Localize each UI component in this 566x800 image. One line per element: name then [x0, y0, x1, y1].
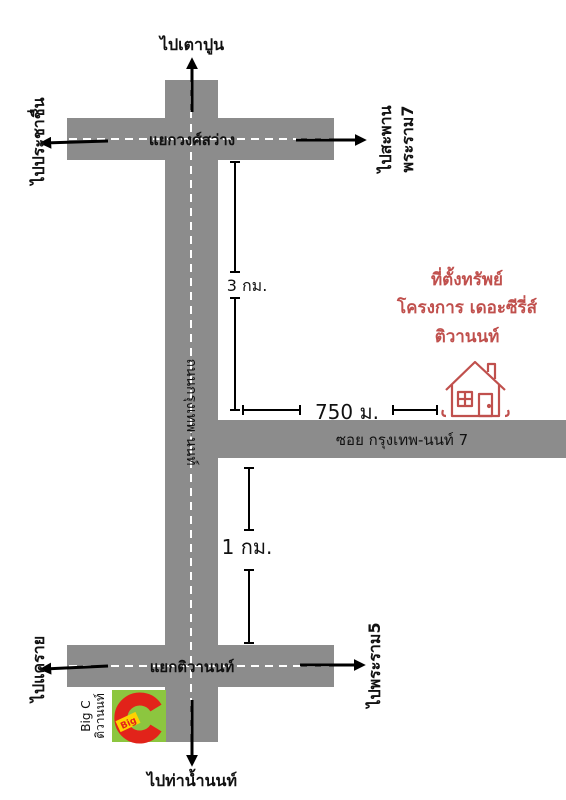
label-to-west-top: ไปประชาชื่น: [27, 97, 48, 186]
bigc-caption-line1: Big C: [79, 700, 93, 731]
label-to-east-bottom: ไปพระราม5: [365, 622, 384, 709]
label-to-east-top-line1: ไปสะพาน: [376, 105, 395, 174]
label-to-north: ไปเตาปูน: [158, 35, 224, 56]
label-junction-top: แยกวงศ์สว่าง: [149, 131, 235, 149]
label-dist-north: 3 กม.: [227, 276, 268, 295]
bigc-logo-icon: Big: [112, 690, 166, 744]
label-soi: ซอย กรุงเทพ-นนท์ 7: [336, 431, 468, 450]
direction-arrows: [39, 57, 367, 767]
property-title-line2: โครงการ เดอะซีรี่ส์: [396, 295, 538, 318]
soi-road: [218, 420, 566, 458]
label-to-south: ไปท่าน้ำนนท์: [145, 768, 237, 790]
label-dist-south: 1 กม.: [222, 535, 273, 559]
lane-markings: [69, 82, 332, 740]
label-to-east-top-line2: พระราม7: [398, 106, 417, 173]
label-dist-soi: 750 ม.: [315, 400, 379, 424]
label-to-west-bottom: ไปแคราย: [29, 636, 48, 704]
arrow-west-top: [39, 136, 109, 149]
property-title-line1: ที่ตั้งทรัพย์: [431, 266, 503, 290]
property-title-line3: ติวานนท์: [435, 326, 500, 347]
bigc-caption-line2: ติวานนท์: [93, 693, 107, 739]
arrow-west-bottom: [39, 662, 109, 675]
label-main-road: ถนนกรุงเทพ-นนท์: [183, 358, 200, 465]
distance-markers: [230, 161, 438, 644]
house-icon: [441, 360, 510, 418]
label-junction-bottom: แยกติวานนท์: [150, 658, 235, 676]
